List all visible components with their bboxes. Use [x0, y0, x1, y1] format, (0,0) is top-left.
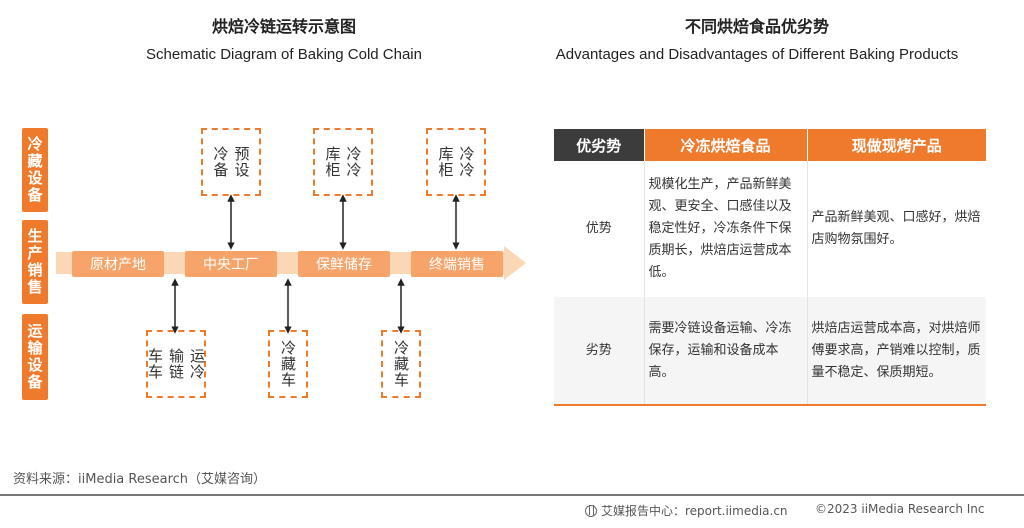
globe-icon: [585, 505, 597, 517]
flow-band: [56, 252, 504, 274]
transport-box-refrigerated-truck: 冷藏车: [268, 330, 308, 398]
category-cold-storage: 冷藏设备: [22, 128, 48, 212]
header-fresh-baked: 现做现烤产品: [806, 129, 986, 161]
flow-node-terminal-sales: 终端销售: [411, 251, 503, 277]
flow-arrowhead: [504, 246, 526, 280]
box-text: 运冷: [188, 348, 206, 380]
footer-copyright: ©2023 iiMedia Research Inc: [815, 502, 985, 516]
row-label: 优势: [554, 161, 644, 297]
header-frozen-baking: 冷冻烘焙食品: [643, 129, 807, 161]
right-title-en: Advantages and Disadvantages of Differen…: [555, 46, 959, 63]
cell-fresh: 烘焙店运营成本高，对烘焙师傅要求高，产销难以控制，质量不稳定、保质期短。: [806, 297, 986, 406]
table-row: 优势 规模化生产，产品新鲜美观、更安全、口感佳以及稳定性好，冷冻条件下保质期长，…: [554, 161, 986, 297]
transport-box-cold-chain-vehicle: 运冷 输链 车车: [146, 330, 206, 398]
left-title-en: Schematic Diagram of Baking Cold Chain: [146, 46, 422, 63]
flow-node-fresh-storage: 保鲜储存: [298, 251, 390, 277]
footer-report-center: 艾媒报告中心：report.iimedia.cn: [585, 502, 788, 519]
category-transport: 运输设备: [22, 314, 48, 400]
flow-node-raw-material: 原材产地: [72, 251, 164, 277]
box-text: 输链: [167, 348, 185, 380]
header-pros-cons: 优劣势: [554, 129, 644, 161]
box-text: 冷藏车: [279, 340, 297, 388]
cell-fresh: 产品新鲜美观、口感好，烘焙店购物氛围好。: [806, 161, 986, 297]
category-production-sales: 生产销售: [22, 220, 48, 304]
flow-node-central-factory: 中央工厂: [185, 251, 277, 277]
box-text: 冷备: [211, 146, 230, 178]
table-header-row: 优劣势 冷冻烘焙食品 现做现烤产品: [554, 129, 986, 161]
footer-divider: [0, 494, 1024, 496]
transport-box-refrigerated-truck-2: 冷藏车: [381, 330, 421, 398]
equipment-box-cold-storage-cabinet-2: 冷冷 库柜: [426, 128, 486, 196]
source-note: 资料来源：iiMedia Research（艾媒咨询）: [13, 472, 267, 487]
cell-frozen: 需要冷链设备运输、冷冻保存，运输和设备成本高。: [643, 297, 807, 406]
box-text: 预设: [232, 146, 251, 178]
equipment-box-prep-cold-storage: 预设 冷备: [201, 128, 261, 196]
footer-center-text: 艾媒报告中心：report.iimedia.cn: [601, 504, 788, 518]
cell-frozen: 规模化生产，产品新鲜美观、更安全、口感佳以及稳定性好，冷冻条件下保质期长，烘焙店…: [643, 161, 807, 297]
left-title-cn: 烘焙冷链运转示意图: [211, 17, 356, 36]
box-text: 冷冷: [457, 146, 476, 178]
box-text: 车车: [146, 348, 164, 380]
box-text: 库柜: [436, 146, 455, 178]
equipment-box-cold-storage-cabinet: 冷冷 库柜: [313, 128, 373, 196]
row-label: 劣势: [554, 297, 644, 406]
right-title-cn: 不同烘焙食品优劣势: [684, 17, 829, 36]
box-text: 冷藏车: [392, 340, 410, 388]
box-text: 库柜: [323, 146, 342, 178]
comparison-table: 优劣势 冷冻烘焙食品 现做现烤产品 优势 规模化生产，产品新鲜美观、更安全、口感…: [554, 129, 986, 406]
table-row: 劣势 需要冷链设备运输、冷冻保存，运输和设备成本高。 烘焙店运营成本高，对烘焙师…: [554, 297, 986, 406]
box-text: 冷冷: [344, 146, 363, 178]
